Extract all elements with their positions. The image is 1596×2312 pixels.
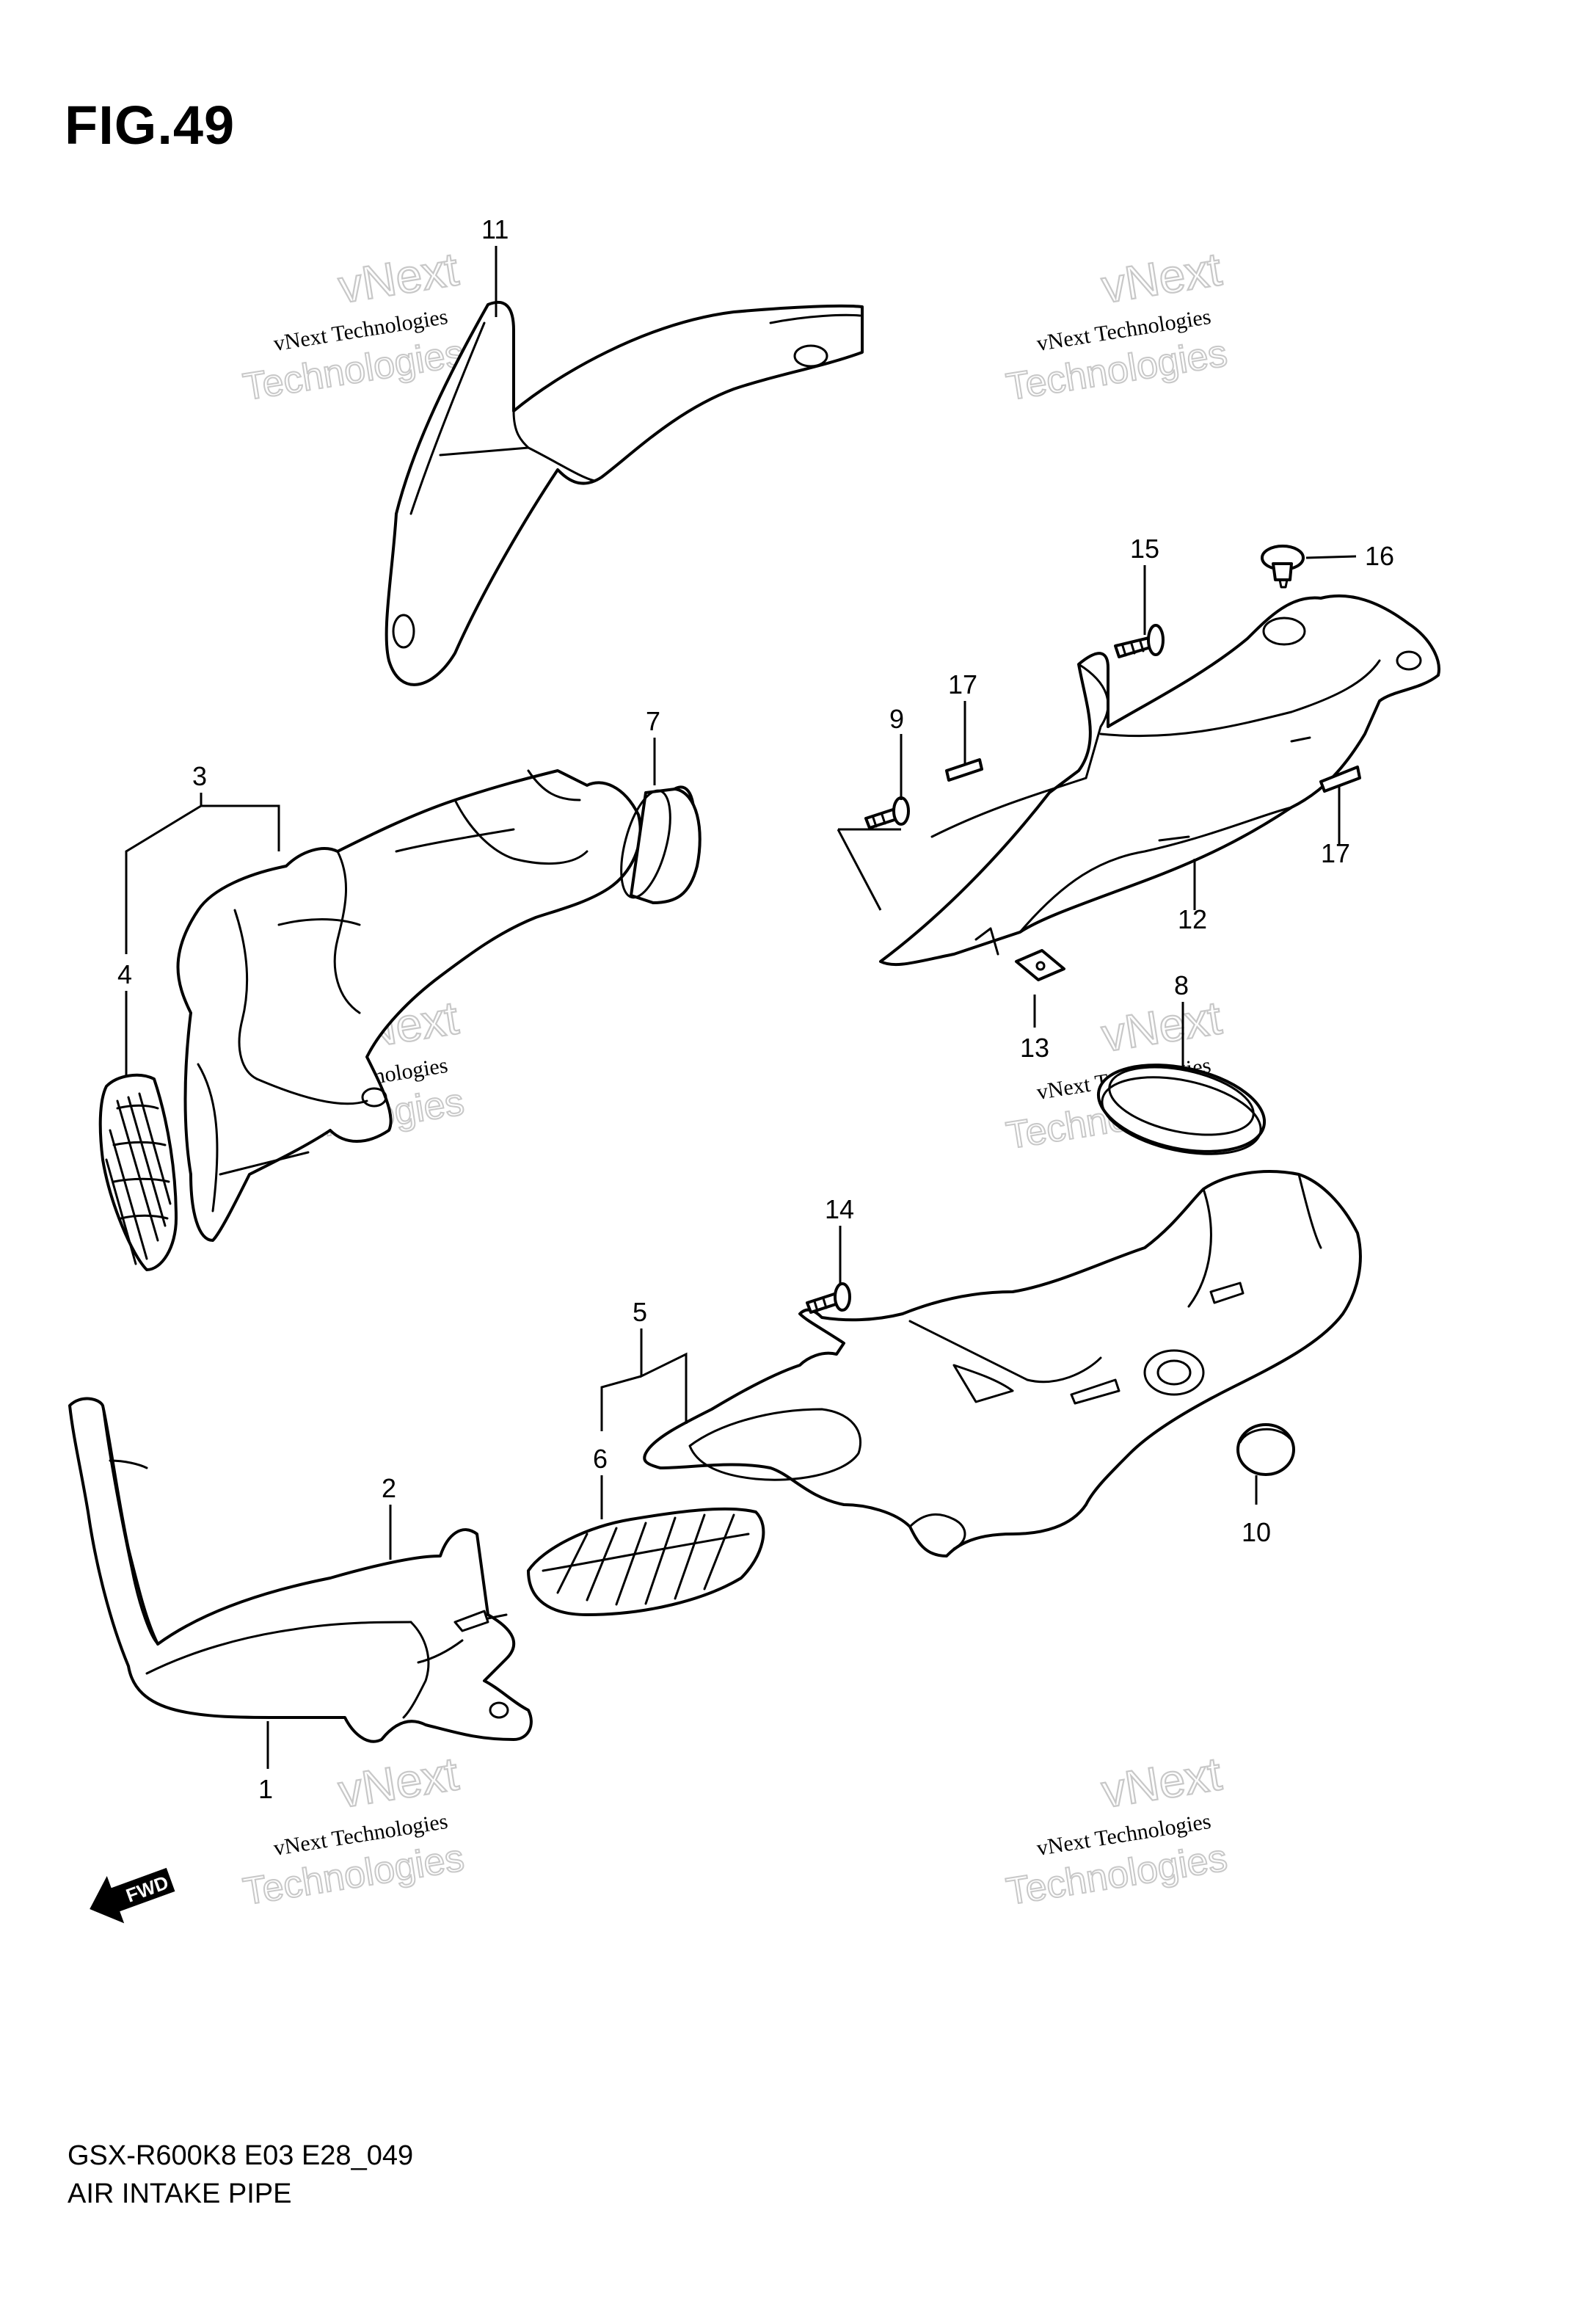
callout-17b: 17 [1321,838,1350,868]
part-4-mesh-screen [98,1073,178,1271]
part-8-seal-ring [1096,1064,1267,1155]
watermark-top-right: vNext vNext Technologies Technologies [1002,241,1231,410]
part-6-mesh-screen [527,1507,765,1616]
part-17-label-a [945,758,983,782]
callout-10: 10 [1242,1517,1271,1547]
watermark-top-left: vNext vNext Technologies Technologies [239,241,467,410]
part-10-cap [1236,1423,1295,1476]
callout-labels: 11 15 16 17 9 17 12 13 8 3 7 4 14 5 6 10… [117,214,1394,1804]
callout-9: 9 [889,704,904,734]
watermark-text-vnext: vNext [1098,991,1225,1062]
watermark-bottom-right: vNext vNext Technologies Technologies [1002,1746,1231,1914]
part-14-screw [806,1282,851,1314]
callout-2: 2 [382,1473,396,1503]
part-17-label-b [1319,766,1361,793]
callout-12: 12 [1178,904,1207,934]
part-13-nut [1015,949,1065,981]
callout-13: 13 [1020,1033,1049,1063]
model-code: GSX-R600K8 E03 E28_049 [68,2140,414,2171]
fwd-direction-arrow-icon: FWD [90,1867,175,1924]
section-name: AIR INTAKE PIPE [68,2178,292,2209]
leader-lines [125,246,1357,1769]
callout-15: 15 [1130,534,1159,564]
part-11-duct-cover [385,300,864,686]
callout-1: 1 [258,1774,273,1804]
figure-title: FIG.49 [65,95,236,156]
callout-5: 5 [633,1297,647,1327]
watermark-bottom-left: vNext vNext Technologies Technologies [239,1746,467,1914]
watermark-text-vnext: vNext [1098,1747,1225,1818]
callout-8: 8 [1174,970,1189,1000]
callout-14: 14 [825,1194,854,1224]
part-1-bracket [68,1397,533,1743]
watermark-text-vnext: vNext [335,1747,462,1818]
part-9-screw [864,796,910,829]
callout-17a: 17 [948,669,977,699]
callout-3: 3 [192,761,207,791]
part-5-lower-duct [643,1170,1362,1557]
watermark-text-vnext: vNext [335,242,462,313]
part-7-boot [620,785,702,904]
part-15-screw [1114,624,1165,658]
part-12-side-panel [879,595,1440,967]
callout-7: 7 [646,706,660,736]
callout-11: 11 [481,214,509,244]
callout-6: 6 [593,1444,608,1474]
callout-4: 4 [117,959,132,989]
callout-16: 16 [1365,541,1394,571]
watermark-text-vnext: vNext [1098,242,1225,313]
part-16-grommet [1261,545,1305,589]
part-3-intake-duct [176,769,642,1242]
